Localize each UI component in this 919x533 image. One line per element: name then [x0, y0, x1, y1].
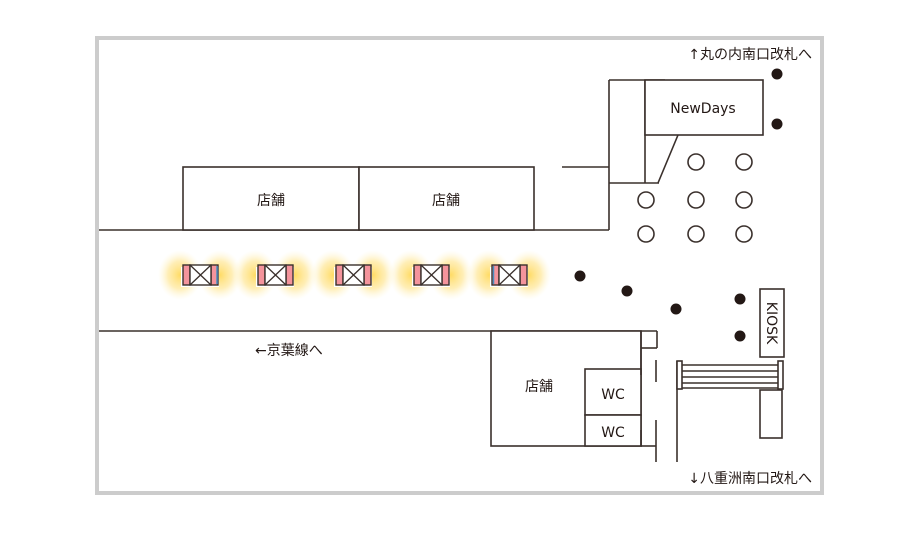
door-side-left	[335, 264, 344, 286]
columns	[637, 153, 753, 243]
door-glow-left	[467, 250, 511, 300]
door-glow-right	[351, 250, 395, 300]
column-circle	[687, 153, 705, 171]
newdays-store	[644, 79, 764, 184]
wc-upper	[584, 368, 642, 416]
door-glow-left	[389, 250, 433, 300]
kiosk-store	[759, 288, 785, 358]
pillars	[574, 68, 783, 342]
door-glow-right	[507, 250, 551, 300]
pillar-dot	[734, 330, 746, 342]
upper-corridor-walls	[99, 79, 665, 231]
shop-upper-left-label: 店舗	[257, 193, 285, 209]
column-circle	[637, 225, 655, 243]
door-cross	[189, 264, 212, 286]
wc-upper-label: WC	[601, 387, 625, 403]
door-glow-right	[429, 250, 473, 300]
pillar-dot	[670, 303, 682, 315]
ticket-gate	[676, 360, 784, 462]
gate-side-box	[759, 389, 783, 439]
shop-upper-right-label: 店舗	[432, 193, 460, 209]
wc-lower	[584, 414, 642, 447]
door-glow-right	[273, 250, 317, 300]
door-cross	[264, 264, 287, 286]
door-glow-right	[198, 250, 242, 300]
direction-west-keiyo-line: ←京葉線へ	[255, 343, 323, 359]
highlighted-door	[158, 250, 242, 300]
pillar-dot	[621, 285, 633, 297]
column-circle	[735, 153, 753, 171]
highlighted-door	[233, 250, 317, 300]
column-circle	[735, 225, 753, 243]
door-cross	[420, 264, 443, 286]
door-side-right	[519, 264, 528, 286]
highlighted-doors	[158, 250, 551, 300]
shop-upper-left	[182, 166, 360, 231]
door-glow-left	[158, 250, 202, 300]
direction-north-marunouchi: ↑丸の内南口改札へ	[688, 47, 812, 63]
door-side-right	[363, 264, 372, 286]
column-circle	[687, 225, 705, 243]
lower-shop-block	[490, 330, 657, 462]
pillar-dot	[771, 118, 783, 130]
pillar-dot	[771, 68, 783, 80]
shop-lower-label: 店舗	[525, 379, 553, 395]
pillar-dot	[734, 293, 746, 305]
pillar-dot	[574, 270, 586, 282]
direction-south-yaesu: ↓八重洲南口改札へ	[688, 471, 812, 487]
newdays-label: NewDays	[670, 101, 735, 117]
door-side-left	[413, 264, 422, 286]
door-cross	[498, 264, 521, 286]
highlighted-door	[311, 250, 395, 300]
wc-lower-label: WC	[601, 425, 625, 441]
door-side-left	[182, 264, 191, 286]
door-glow-left	[311, 250, 355, 300]
door-side-left	[257, 264, 266, 286]
highlighted-door	[389, 250, 473, 300]
column-circle	[735, 191, 753, 209]
column-circle	[687, 191, 705, 209]
column-circle	[637, 191, 655, 209]
door-side-right	[441, 264, 450, 286]
door-glow-left	[233, 250, 277, 300]
highlighted-door	[467, 250, 551, 300]
door-side-right	[285, 264, 294, 286]
kiosk-label: KIOSK	[763, 302, 779, 345]
door-cross	[342, 264, 365, 286]
shop-upper-right	[358, 166, 535, 231]
